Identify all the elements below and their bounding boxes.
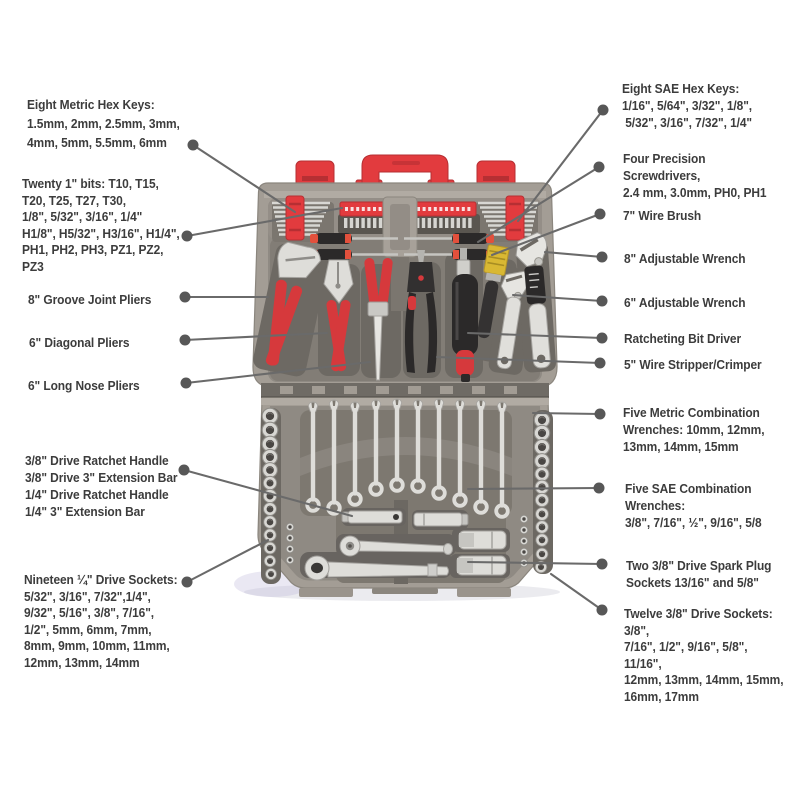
- case-foot: [457, 588, 511, 597]
- upper-rim: [264, 191, 546, 198]
- callout-wire-brush: 7" Wire Brush: [623, 208, 702, 223]
- precision-screwdrivers: [310, 233, 494, 260]
- callout-dot: [593, 161, 605, 173]
- leader-groove-joint-pliers: [179, 291, 270, 303]
- toolbox-upper-lid: [252, 154, 558, 399]
- ratchet-handle-three-eighths: [304, 555, 449, 581]
- leader-sae-combination-wrenches: [466, 482, 605, 494]
- toolbox-lower-tray: [257, 397, 553, 597]
- callout-metric-hex-keys: Eight Metric Hex Keys: 1.5mm, 2mm, 2.5mm…: [27, 97, 180, 150]
- leader-adjustable-wrench-6: [511, 293, 608, 307]
- callout-twenty-bits: Twenty 1" bits: T10, T15, T20, T25, T27,…: [22, 176, 180, 274]
- case-hinge: [261, 383, 549, 399]
- leader-twenty-bits: [181, 206, 344, 242]
- leader-sae-hex-keys: [516, 104, 609, 223]
- callout-quarter-drive-sockets: Nineteen ¼" Drive Sockets: 5/32", 3/16",…: [24, 572, 178, 670]
- callout-dot: [596, 251, 608, 263]
- callout-dot: [593, 482, 605, 494]
- leader-wire-brush: [490, 208, 606, 257]
- callout-long-nose-pliers: 6" Long Nose Pliers: [28, 378, 140, 393]
- callout-adjustable-wrench-6: 6" Adjustable Wrench: [624, 295, 746, 310]
- callout-sae-combination-wrenches: Five SAE Combination Wrenches: 3/8", 7/1…: [625, 481, 762, 530]
- ratcheting-bit-driver: [452, 248, 478, 382]
- case-foot: [372, 588, 438, 594]
- leader-ratcheting-bit-driver: [466, 331, 608, 344]
- groove-joint-pliers: [265, 241, 321, 366]
- callout-metric-combination-wrenches: Five Metric Combination Wrenches: 10mm, …: [623, 405, 765, 454]
- callout-spark-plug-sockets: Two 3/8" Drive Spark Plug Sockets 13/16"…: [626, 558, 772, 590]
- combination-wrenches: [305, 398, 510, 519]
- callout-dot: [597, 104, 609, 116]
- leader-metric-combination-wrenches: [531, 408, 606, 420]
- callout-dot: [181, 576, 193, 588]
- callout-dot: [594, 408, 606, 420]
- wire-stripper: [404, 250, 438, 373]
- callout-dot: [596, 295, 608, 307]
- diagonal-pliers: [323, 259, 354, 372]
- leader-precision-screwdrivers: [476, 161, 605, 244]
- callout-dot: [179, 334, 191, 346]
- callout-dot: [596, 558, 608, 570]
- callout-dot: [187, 139, 199, 151]
- callout-leaders: [178, 104, 609, 616]
- leader-quarter-drive-sockets: [181, 538, 270, 588]
- wire-brush: [477, 244, 510, 339]
- callout-diagonal-pliers: 6" Diagonal Pliers: [29, 335, 130, 350]
- callout-dot: [596, 604, 608, 616]
- leader-long-nose-pliers: [180, 360, 372, 389]
- extension-bars: [341, 510, 469, 527]
- case-foot: [299, 588, 353, 597]
- leader-twelve-drive-sockets: [549, 572, 608, 616]
- long-nose-pliers: [364, 257, 393, 381]
- callout-groove-joint-pliers: 8" Groove Joint Pliers: [28, 292, 152, 307]
- callout-dot: [594, 208, 606, 220]
- callout-ratchet-handles: 3/8" Drive Ratchet Handle 3/8" Drive 3" …: [25, 453, 178, 519]
- callout-twelve-drive-sockets: Twelve 3/8" Drive Sockets: 3/8", 7/16", …: [624, 606, 784, 704]
- leader-diagonal-pliers: [179, 331, 329, 346]
- callout-dot: [596, 332, 608, 344]
- latch-groove: [302, 176, 328, 181]
- leader-ratchet-handles: [178, 464, 354, 518]
- ratchet-handle-quarter: [339, 535, 453, 557]
- callout-dot: [179, 291, 191, 303]
- leader-adjustable-wrench-8: [543, 250, 608, 263]
- callout-adjustable-wrench-8: 8" Adjustable Wrench: [624, 251, 746, 266]
- callout-dot: [178, 464, 190, 476]
- callout-ratcheting-bit-driver: Ratcheting Bit Driver: [624, 331, 742, 346]
- leader-metric-hex-keys: [187, 139, 297, 214]
- leader-wire-stripper: [435, 355, 606, 369]
- callout-dot: [181, 230, 193, 242]
- callout-dot: [180, 377, 192, 389]
- latch-groove: [483, 176, 509, 181]
- callout-sae-hex-keys: Eight SAE Hex Keys: 1/16", 5/64", 3/32",…: [622, 81, 753, 130]
- callout-precision-screwdrivers: Four Precision Screwdrivers, 2.4 mm, 3.0…: [623, 151, 767, 200]
- callout-wire-stripper-crimper: 5" Wire Stripper/Crimper: [624, 357, 762, 372]
- leader-spark-plug-sockets: [466, 558, 608, 570]
- callout-dot: [594, 357, 606, 369]
- lower-foam-pockets: [261, 408, 553, 584]
